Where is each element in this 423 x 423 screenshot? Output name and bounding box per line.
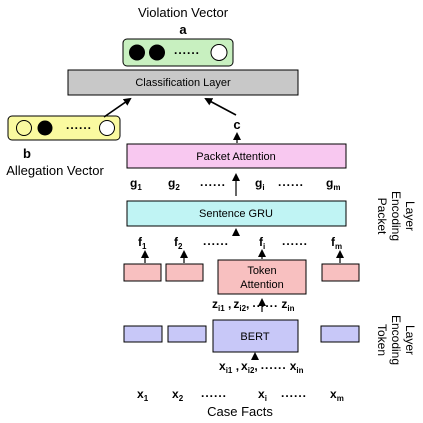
packet-side-word-3: Layer <box>403 201 417 231</box>
allegation-dot-empty <box>99 120 115 136</box>
packet-attention-label: Packet Attention <box>196 151 276 163</box>
x-label-1: x2 <box>172 387 184 403</box>
packet-side-word-1: Packet <box>375 198 389 235</box>
f-label-0: f1 <box>138 235 147 251</box>
label-c: c <box>233 117 240 132</box>
token-attention-label-2: Attention <box>240 279 283 291</box>
f-label-3: fm <box>331 235 342 251</box>
token-side-word-3: Layer <box>403 325 417 355</box>
z-term-dots: ...... <box>252 296 278 310</box>
bert-box <box>212 319 299 353</box>
packet-attention-box <box>126 143 347 169</box>
token-side-word-2: Encoding <box>389 315 403 365</box>
f-label-dots-1: ...... <box>282 234 308 248</box>
x-label-3: xm <box>330 387 344 403</box>
x-label-0: x1 <box>137 387 149 403</box>
allegation-vector-title: Allegation Vector <box>6 163 104 178</box>
token-side-word-1: Token <box>375 324 389 356</box>
classification-layer-label: Classification Layer <box>135 77 231 89</box>
xi-term-0: xi1 , <box>219 359 239 375</box>
allegation-vector-box <box>7 115 121 141</box>
f-label-1: f2 <box>174 235 183 251</box>
g-vector-row: g1 g2 gi gm............ <box>130 175 340 192</box>
label-b: b <box>23 146 31 161</box>
f-label-dots-0: ...... <box>203 234 229 248</box>
allegation-dot-1 <box>16 120 32 136</box>
token-encoding-layer-label: Token Encoding Layer <box>375 315 417 365</box>
classification-layer-box <box>67 69 299 96</box>
x-label-dots-1: ...... <box>281 386 307 400</box>
f-vector-row: f1 f2 fi fm............ <box>138 234 342 251</box>
xi-sequence: xi1 , xi2, ......xin <box>219 358 304 375</box>
violation-dot-2 <box>149 44 165 61</box>
label-a: a <box>179 22 187 37</box>
bert-label: BERT <box>240 331 269 343</box>
violation-dots: ...... <box>174 43 200 57</box>
packet-encoding-layer-label: Packet Encoding Layer <box>375 191 417 241</box>
g-label-2: gi <box>255 176 265 192</box>
token-attention-label-1: Token <box>247 265 276 277</box>
bert-small-m <box>320 325 360 343</box>
token-attention-box <box>217 259 307 295</box>
x-label-2: xi <box>258 387 267 403</box>
z-term-1: zi2, <box>233 297 249 313</box>
bert-small-1 <box>123 325 163 343</box>
g-label-0: g1 <box>130 176 142 192</box>
x-label-dots-0: ...... <box>201 386 227 400</box>
arrow-c-to-classification <box>204 98 237 116</box>
allegation-dot-2 <box>37 120 53 136</box>
g-label-dots-0: ...... <box>200 175 226 189</box>
g-label-1: g2 <box>168 176 180 192</box>
z-term-2: zin <box>281 297 294 313</box>
xi-term-dots: ...... <box>261 358 287 372</box>
case-facts-label: Case Facts <box>207 404 273 419</box>
token-attention-small-m <box>321 263 360 282</box>
f-label-2: fi <box>259 235 265 251</box>
packet-side-word-2: Encoding <box>389 191 403 241</box>
violation-dot-1 <box>129 44 145 61</box>
token-attention-small-1 <box>123 263 162 282</box>
allegation-dots: ...... <box>66 118 92 132</box>
violation-vector-box <box>122 38 234 67</box>
xi-term-1: xi2, <box>241 359 258 375</box>
violation-dot-empty <box>210 44 228 61</box>
z-sequence: zi1 , zi2, ......zin <box>212 296 295 313</box>
sentence-gru-label: Sentence GRU <box>199 208 273 220</box>
bert-small-2 <box>167 325 207 343</box>
arrow-b-to-classification <box>103 97 132 118</box>
g-label-3: gm <box>326 176 340 192</box>
violation-vector-title: Violation Vector <box>138 5 229 20</box>
z-term-0: zi1 , <box>212 297 231 313</box>
x-input-row: x1 x2 xi xm............ <box>137 386 344 403</box>
sentence-gru-box <box>126 200 347 227</box>
g-label-dots-1: ...... <box>278 175 304 189</box>
xi-term-2: xin <box>290 359 304 375</box>
token-attention-small-2 <box>165 263 204 282</box>
